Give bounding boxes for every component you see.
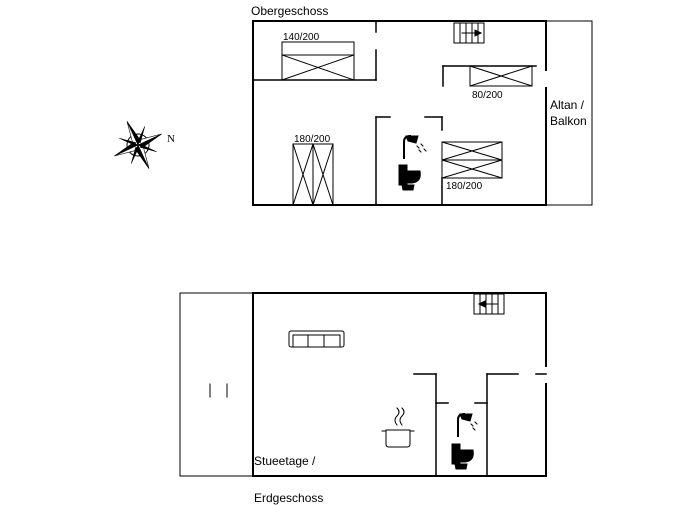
balcony [545, 20, 593, 206]
balcony-label: Balkon [550, 114, 587, 128]
shower-icon [403, 134, 427, 159]
stairs-icon [453, 22, 485, 44]
bed-icon [292, 143, 334, 206]
bed-icon [281, 41, 355, 81]
compass-icon [114, 121, 162, 169]
bed-icon [469, 65, 533, 87]
sofa-icon [288, 330, 345, 348]
toilet-icon [398, 164, 421, 191]
bed-size-label: 140/200 [283, 32, 320, 43]
terrace [179, 292, 254, 477]
bed-size-label: 180/200 [446, 181, 483, 192]
compass-north-label: N [167, 133, 175, 145]
ground-floor-walls [252, 292, 547, 477]
upper-floor-title: Obergeschoss [251, 4, 329, 18]
shower-icon [457, 412, 478, 437]
stairs-icon [473, 293, 505, 315]
toilet-icon [451, 443, 474, 470]
bed-size-label: 80/200 [472, 90, 503, 101]
cooking-pot-icon [381, 407, 415, 448]
ground-floor-title: Stueetage / [254, 454, 316, 468]
bed-size-label: 180/200 [294, 134, 331, 145]
balcony-label: Altan / [550, 98, 585, 112]
bed-icon [441, 141, 503, 179]
ground-floor-title-continued: Erdgeschoss [254, 491, 324, 505]
